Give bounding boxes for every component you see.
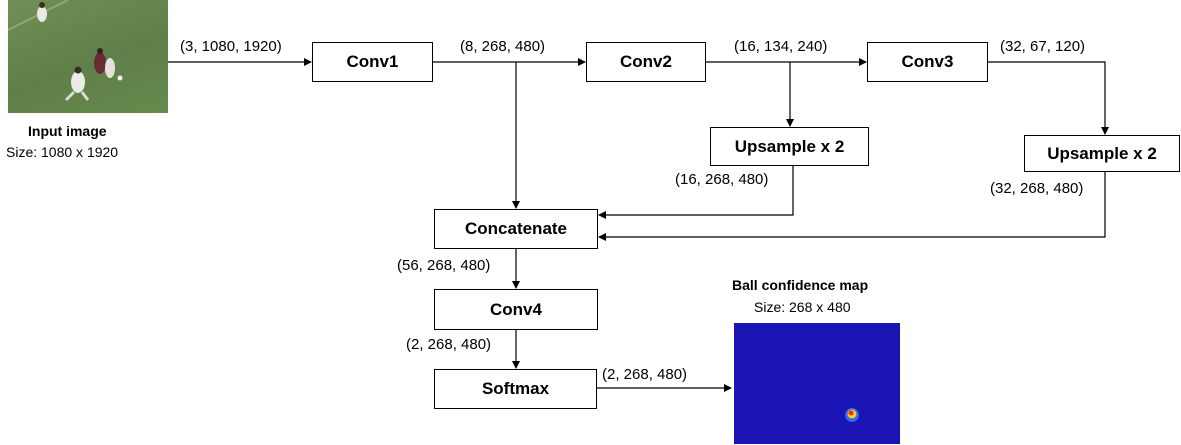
shape-up3-out: (32, 268, 480) bbox=[990, 180, 1084, 197]
conv1-node: Conv1 bbox=[312, 42, 433, 82]
ball-confidence-map bbox=[734, 323, 900, 444]
input-image-size: Size: 1080 x 1920 bbox=[6, 144, 119, 160]
input-image-title: Input image bbox=[28, 123, 107, 139]
conv4-node: Conv4 bbox=[434, 289, 598, 330]
shape-up2-out: (16, 268, 480) bbox=[675, 171, 769, 188]
output-map-title: Ball confidence map bbox=[732, 277, 869, 293]
upsample3-node: Upsample x 2 bbox=[1024, 135, 1180, 172]
edge-up3-concat bbox=[598, 172, 1106, 241]
shape-concat-out: (56, 268, 480) bbox=[397, 257, 491, 274]
upsample2-node: Upsample x 2 bbox=[710, 127, 869, 166]
confidence-heatmap-graphic bbox=[845, 408, 859, 422]
shape-conv2-out: (16, 134, 240) bbox=[734, 38, 828, 55]
softmax-node: Softmax bbox=[434, 369, 597, 409]
conv2-node: Conv2 bbox=[586, 42, 706, 82]
edge-up2-concat bbox=[598, 166, 794, 219]
shape-conv1-out: (8, 268, 480) bbox=[460, 38, 546, 55]
input-image bbox=[8, 0, 168, 113]
concatenate-node: Concatenate bbox=[434, 209, 598, 249]
conv3-node: Conv3 bbox=[867, 42, 988, 82]
output-map-size: Size: 268 x 480 bbox=[754, 299, 851, 315]
shape-conv4-out: (2, 268, 480) bbox=[406, 336, 492, 353]
soccer-players-graphic bbox=[8, 0, 123, 102]
shape-conv3-out: (32, 67, 120) bbox=[1000, 38, 1086, 55]
shape-softmax-out: (2, 268, 480) bbox=[602, 366, 688, 383]
edge-conv3-up3 bbox=[988, 61, 1109, 135]
shape-input-conv1: (3, 1080, 1920) bbox=[180, 38, 282, 55]
